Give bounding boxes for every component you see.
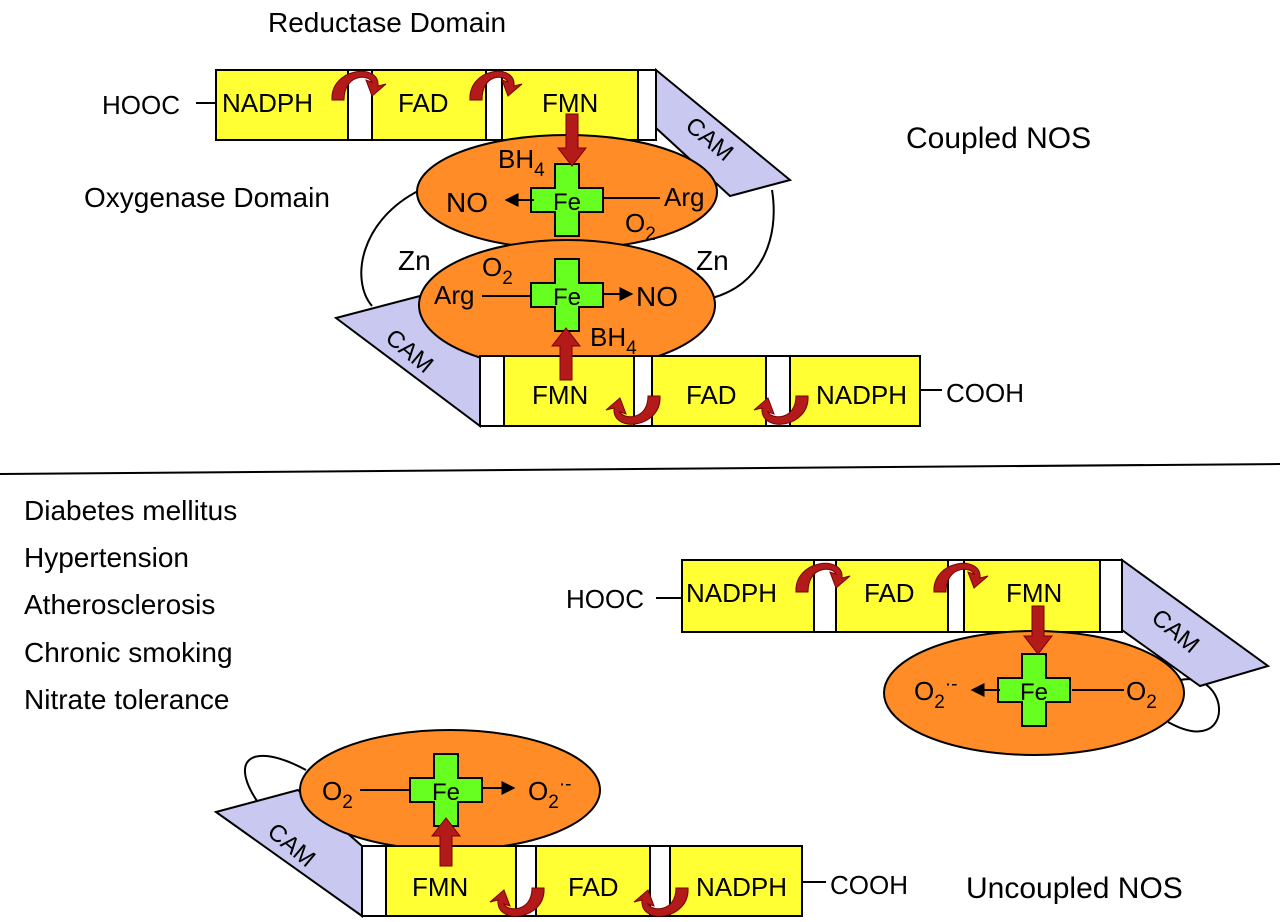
fmn-domain-label-lower: FMN — [532, 380, 588, 410]
hooc-terminus-right: HOOC — [566, 584, 644, 614]
nadph-domain-label: NADPH — [222, 88, 313, 118]
zinc-right: Zn — [696, 245, 729, 276]
fad-domain-label: FAD — [398, 88, 449, 118]
bh4-upper: BH4 — [498, 144, 545, 181]
fad-domain-label-lower: FAD — [686, 380, 737, 410]
fmn-domain-label: FMN — [542, 88, 598, 118]
electron-flow-fad-fmn-right — [933, 562, 989, 593]
fad-domain-label-left: FAD — [568, 872, 619, 902]
bh4-lower: BH4 — [590, 322, 637, 359]
coupled-nos-title: Coupled NOS — [906, 122, 1091, 155]
no-product-upper: NO — [446, 187, 488, 218]
o2-upper: O2 — [625, 208, 656, 245]
fmn-domain-label-right: FMN — [1006, 578, 1062, 608]
lower-reductase-strip — [479, 355, 942, 427]
no-product-lower: NO — [636, 281, 678, 312]
cooh-terminus-left: COOH — [830, 870, 908, 900]
electron-transfer-arrow-right — [1022, 605, 1054, 655]
upper-reductase-strip — [196, 69, 657, 141]
superoxide-left: O2·- — [528, 774, 571, 813]
uncoupled-nos-title: Uncoupled NOS — [966, 872, 1183, 905]
condition-item: Hypertension — [24, 542, 189, 573]
fe-label-lower: Fe — [553, 284, 581, 311]
conditions-list: Diabetes mellitus Hypertension Atheroscl… — [24, 495, 237, 715]
electron-flow-nadph-fad-right — [795, 562, 851, 593]
linker-loop-left-monomer — [243, 754, 307, 809]
electron-flow-fad-fmn-left — [489, 887, 545, 917]
o2-lower: O2 — [482, 252, 513, 289]
nadph-domain-label-left: NADPH — [696, 872, 787, 902]
nadph-domain-label-right: NADPH — [686, 578, 777, 608]
arg-substrate-upper: Arg — [664, 182, 704, 212]
electron-transfer-arrow-lower — [550, 327, 582, 381]
cooh-terminus: COOH — [946, 378, 1024, 408]
linker-loop-right — [711, 189, 775, 299]
electron-flow-fad-fmn-upper — [469, 70, 523, 101]
oxygenase-domain-label: Oxygenase Domain — [84, 182, 330, 213]
calmodulin-right — [1121, 558, 1271, 688]
electron-flow-fad-fmn-lower — [605, 395, 661, 425]
electron-flow-nadph-fad-lower — [753, 395, 809, 425]
fe-label-right: Fe — [1020, 679, 1048, 706]
fmn-domain-label-left: FMN — [412, 872, 468, 902]
linker-loop-left — [360, 189, 421, 307]
condition-item: Chronic smoking — [24, 637, 233, 668]
reductase-domain-label: Reductase Domain — [268, 7, 506, 38]
nadph-domain-label-lower: NADPH — [816, 380, 907, 410]
electron-flow-nadph-fad-left — [633, 887, 689, 917]
superoxide-right: O2·- — [914, 674, 957, 713]
arg-substrate-lower: Arg — [434, 280, 474, 310]
section-divider — [0, 463, 1280, 475]
condition-item: Atherosclerosis — [24, 589, 215, 620]
o2-substrate-right: O2 — [1126, 676, 1157, 713]
fe-label-upper: Fe — [553, 189, 581, 216]
condition-item: Nitrate tolerance — [24, 684, 229, 715]
o2-substrate-left: O2 — [322, 776, 353, 813]
calmodulin-upper — [655, 67, 793, 198]
electron-flow-nadph-fad-upper — [331, 70, 387, 101]
hooc-terminus: HOOC — [102, 90, 180, 120]
zinc-left: Zn — [398, 245, 431, 276]
electron-transfer-arrow-upper — [556, 113, 588, 167]
fe-label-left: Fe — [432, 779, 460, 806]
fad-domain-label-right: FAD — [864, 578, 915, 608]
condition-item: Diabetes mellitus — [24, 495, 237, 526]
electron-transfer-arrow-left — [430, 817, 462, 867]
